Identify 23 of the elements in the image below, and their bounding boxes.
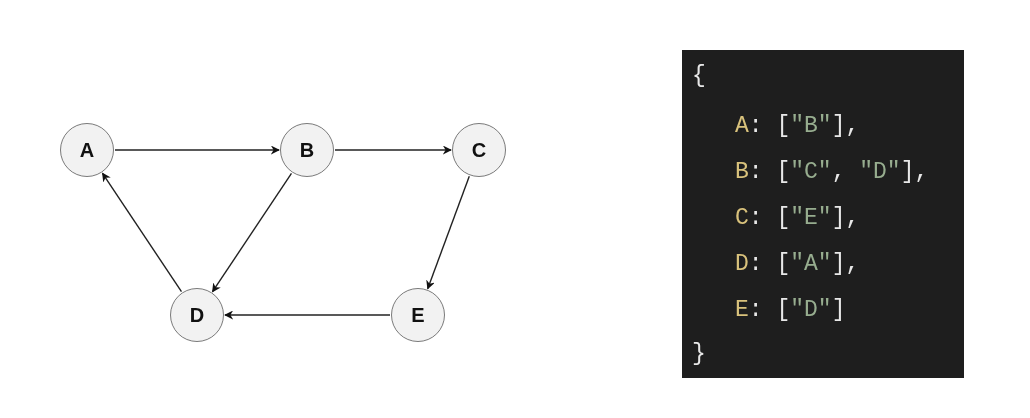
node-label: A xyxy=(79,138,95,162)
code-line: B: ["C", "D"], xyxy=(735,158,929,186)
node-label: C xyxy=(471,138,487,162)
node-label: D xyxy=(189,303,205,327)
arrow xyxy=(426,175,470,290)
circle-node xyxy=(391,288,445,342)
code-line: A: ["B"], xyxy=(735,112,860,140)
node-label: B xyxy=(299,138,315,162)
circle-node xyxy=(452,123,506,177)
code-line: } xyxy=(692,340,706,368)
code-line: { xyxy=(692,62,706,90)
arrow xyxy=(224,310,391,320)
node-label: E xyxy=(411,303,425,327)
arrow xyxy=(101,172,183,293)
circle-node xyxy=(280,123,334,177)
circle-node xyxy=(60,123,114,177)
arrow xyxy=(114,145,280,155)
arrow xyxy=(211,172,293,293)
code-line: E: ["D"] xyxy=(735,296,846,324)
code-line: C: ["E"], xyxy=(735,204,860,232)
arrow xyxy=(334,145,452,155)
code-line: D: ["A"], xyxy=(735,250,860,278)
circle-node xyxy=(170,288,224,342)
